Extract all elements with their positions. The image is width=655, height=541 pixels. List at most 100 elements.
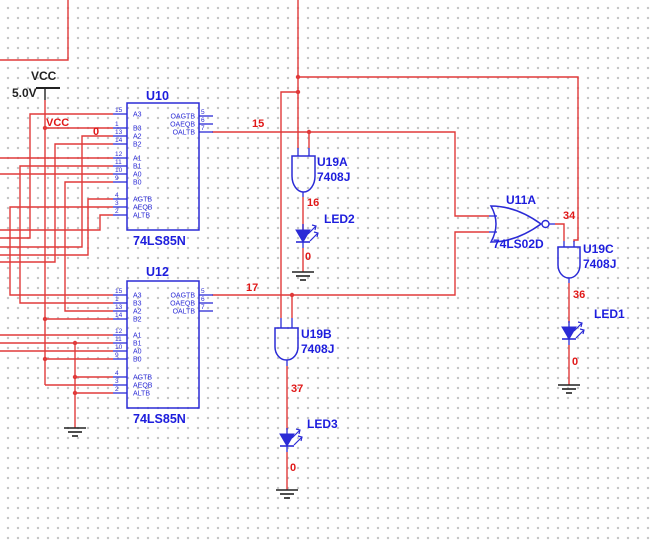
- pin-number: 5: [201, 288, 205, 295]
- net-label-0[interactable]: 0: [305, 251, 311, 263]
- net-label-0[interactable]: 0: [572, 356, 578, 368]
- gate-part-number: 7408J: [301, 342, 334, 356]
- net-label-0[interactable]: 0: [93, 126, 99, 138]
- pin-number: 5: [201, 109, 205, 116]
- wire[interactable]: [9, 206, 113, 296]
- pin-name: AEQB: [133, 205, 153, 212]
- net-label-15[interactable]: 15: [252, 118, 264, 130]
- pin-number: 15: [115, 288, 123, 295]
- pin-number: 9: [115, 175, 119, 182]
- pin-name: A1: [133, 333, 142, 340]
- ground-symbol[interactable]: [292, 271, 314, 281]
- wire[interactable]: [280, 91, 298, 318]
- pin-number: 1: [115, 296, 119, 303]
- and-gate-body[interactable]: [274, 327, 299, 361]
- led-label: LED1: [594, 307, 625, 321]
- pin-number: 10: [115, 167, 123, 174]
- junction-dot: [42, 125, 48, 131]
- wire[interactable]: [0, 214, 113, 231]
- pin-name: AGTB: [133, 197, 152, 204]
- inversion-bubble: [541, 219, 550, 229]
- pin-name: B1: [133, 164, 142, 171]
- led-arrow-head: [297, 435, 303, 442]
- nor-gate-body[interactable]: [489, 205, 543, 243]
- pin-number: 15: [115, 107, 123, 114]
- wire[interactable]: [0, 135, 113, 248]
- pin-number: 4: [115, 192, 119, 199]
- wire[interactable]: [212, 231, 489, 296]
- pin-name: ALTB: [133, 391, 150, 398]
- ground-symbol[interactable]: [276, 489, 298, 499]
- net-label-36[interactable]: 36: [573, 289, 585, 301]
- wire[interactable]: [64, 181, 113, 312]
- led-LED2[interactable]: LED2: [295, 212, 355, 248]
- pin-number: 9: [115, 352, 119, 359]
- pin-number: 1: [115, 121, 119, 128]
- pin-number: 7: [201, 125, 205, 132]
- led-LED3[interactable]: LED3: [279, 417, 338, 452]
- led-triangle: [279, 433, 295, 447]
- pin-number: 13: [115, 304, 123, 311]
- net-label-17[interactable]: 17: [246, 282, 258, 294]
- junction-dot: [72, 390, 78, 396]
- and-gate-body[interactable]: [557, 246, 581, 279]
- junction-dot: [306, 129, 312, 135]
- junction-dot: [289, 292, 295, 298]
- junction-dot: [42, 316, 48, 322]
- chip-body[interactable]: [126, 280, 200, 409]
- led-triangle: [295, 229, 311, 243]
- pin-number: 14: [115, 137, 123, 144]
- wire[interactable]: [298, 76, 579, 242]
- ground-symbol[interactable]: [64, 427, 86, 437]
- chip-refdes: U12: [146, 265, 169, 279]
- pin-name: AEQB: [133, 383, 153, 390]
- junction-dot: [72, 340, 78, 346]
- pin-number: 6: [201, 296, 205, 303]
- pin-name: OALTB: [173, 130, 196, 137]
- led-arrow-head: [313, 231, 319, 238]
- chip-part-number: 74LS85N: [133, 234, 186, 248]
- pin-name: A0: [133, 349, 142, 356]
- led-triangle: [561, 326, 577, 340]
- pin-name: A0: [133, 172, 142, 179]
- net-label-37[interactable]: 37: [291, 383, 303, 395]
- pin-number: 11: [115, 336, 122, 343]
- pin-name: A2: [133, 134, 142, 141]
- and-gate-body[interactable]: [291, 155, 316, 193]
- wire[interactable]: [0, 0, 69, 61]
- chip-U10[interactable]: U1074LS85N15A31B313A214B212A111B110A09B0…: [113, 89, 213, 248]
- vcc-value: 5.0V: [12, 86, 37, 100]
- pin-name: B0: [133, 357, 142, 364]
- net-label-34[interactable]: 34: [563, 210, 576, 222]
- pin-name: AGTB: [133, 375, 152, 382]
- wire[interactable]: [555, 223, 565, 241]
- gate-part-number: 7408J: [583, 257, 616, 271]
- wire[interactable]: [212, 131, 489, 217]
- chip-U12[interactable]: U1274LS85N15A31B313A214B212A111B110A09B0…: [113, 265, 213, 426]
- ground-symbol[interactable]: [558, 384, 580, 394]
- wire[interactable]: [0, 143, 113, 263]
- net-label-0[interactable]: 0: [290, 462, 296, 474]
- pin-number: 6: [201, 117, 205, 124]
- led-LED1[interactable]: LED1: [561, 307, 625, 345]
- pin-number: 4: [115, 370, 119, 377]
- pin-name: B1: [133, 341, 142, 348]
- wire[interactable]: [0, 113, 113, 239]
- wire[interactable]: [0, 198, 113, 256]
- net-label-16[interactable]: 16: [307, 197, 319, 209]
- gate-refdes: U19B: [301, 327, 332, 341]
- led-label: LED2: [324, 212, 355, 226]
- wires[interactable]: [0, 0, 579, 490]
- pin-number: 2: [115, 386, 119, 393]
- net-label-VCC[interactable]: VCC: [46, 117, 69, 129]
- gate-part-number: 7408J: [317, 170, 350, 184]
- pin-number: 3: [115, 378, 119, 385]
- wire[interactable]: [19, 165, 113, 304]
